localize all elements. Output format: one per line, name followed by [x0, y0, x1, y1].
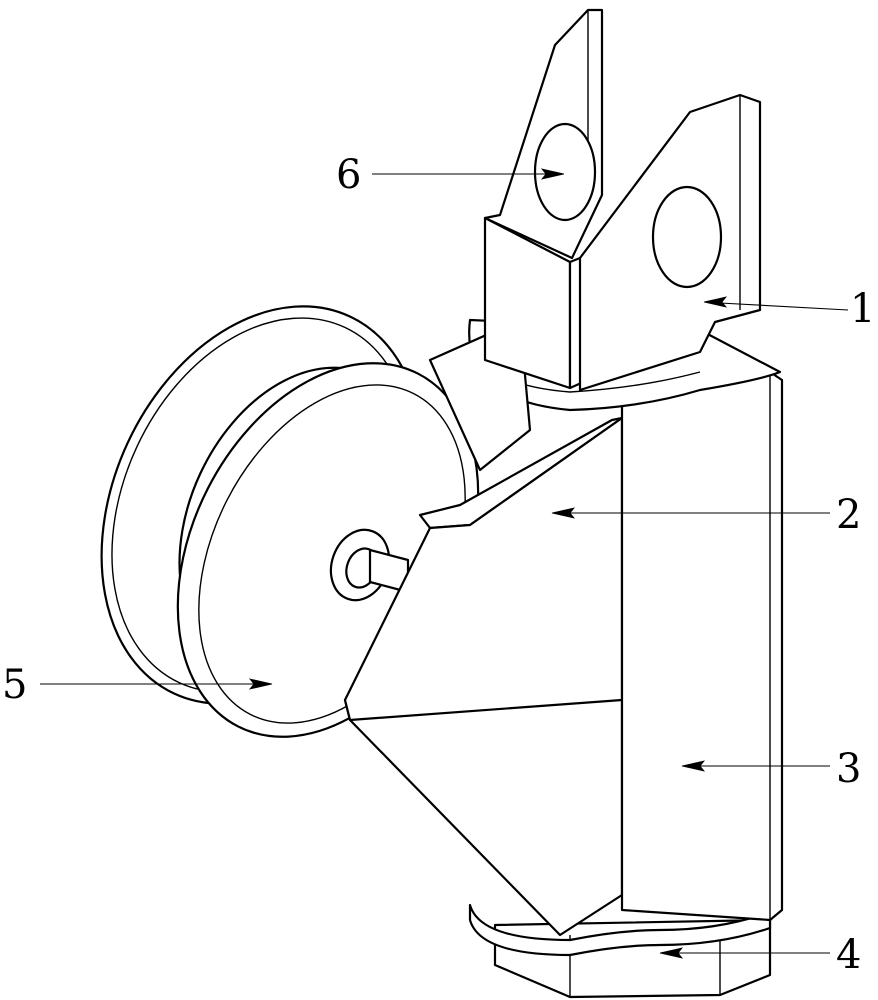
bottom-base — [468, 903, 772, 999]
head-block — [483, 8, 762, 392]
callout-4: 4 — [659, 932, 861, 978]
base-collar — [468, 903, 772, 957]
callout-1: 1 — [703, 286, 875, 332]
callout-label-1: 1 — [850, 286, 875, 332]
callout-label-4: 4 — [836, 932, 861, 978]
callout-6: 6 — [336, 152, 565, 198]
callout-label-3: 3 — [836, 746, 861, 792]
callout-5: 5 — [2, 662, 273, 708]
callout-label-2: 2 — [836, 492, 861, 538]
right-prong-hole — [651, 185, 723, 289]
arm-bracket — [343, 416, 624, 937]
callout-3: 3 — [681, 746, 861, 792]
callout-label-6: 6 — [336, 152, 361, 198]
left-prong-hole — [533, 122, 597, 222]
vertical-column — [620, 370, 784, 922]
column-face — [620, 370, 784, 922]
callout-label-5: 5 — [2, 662, 27, 708]
callout-2: 2 — [551, 492, 861, 538]
